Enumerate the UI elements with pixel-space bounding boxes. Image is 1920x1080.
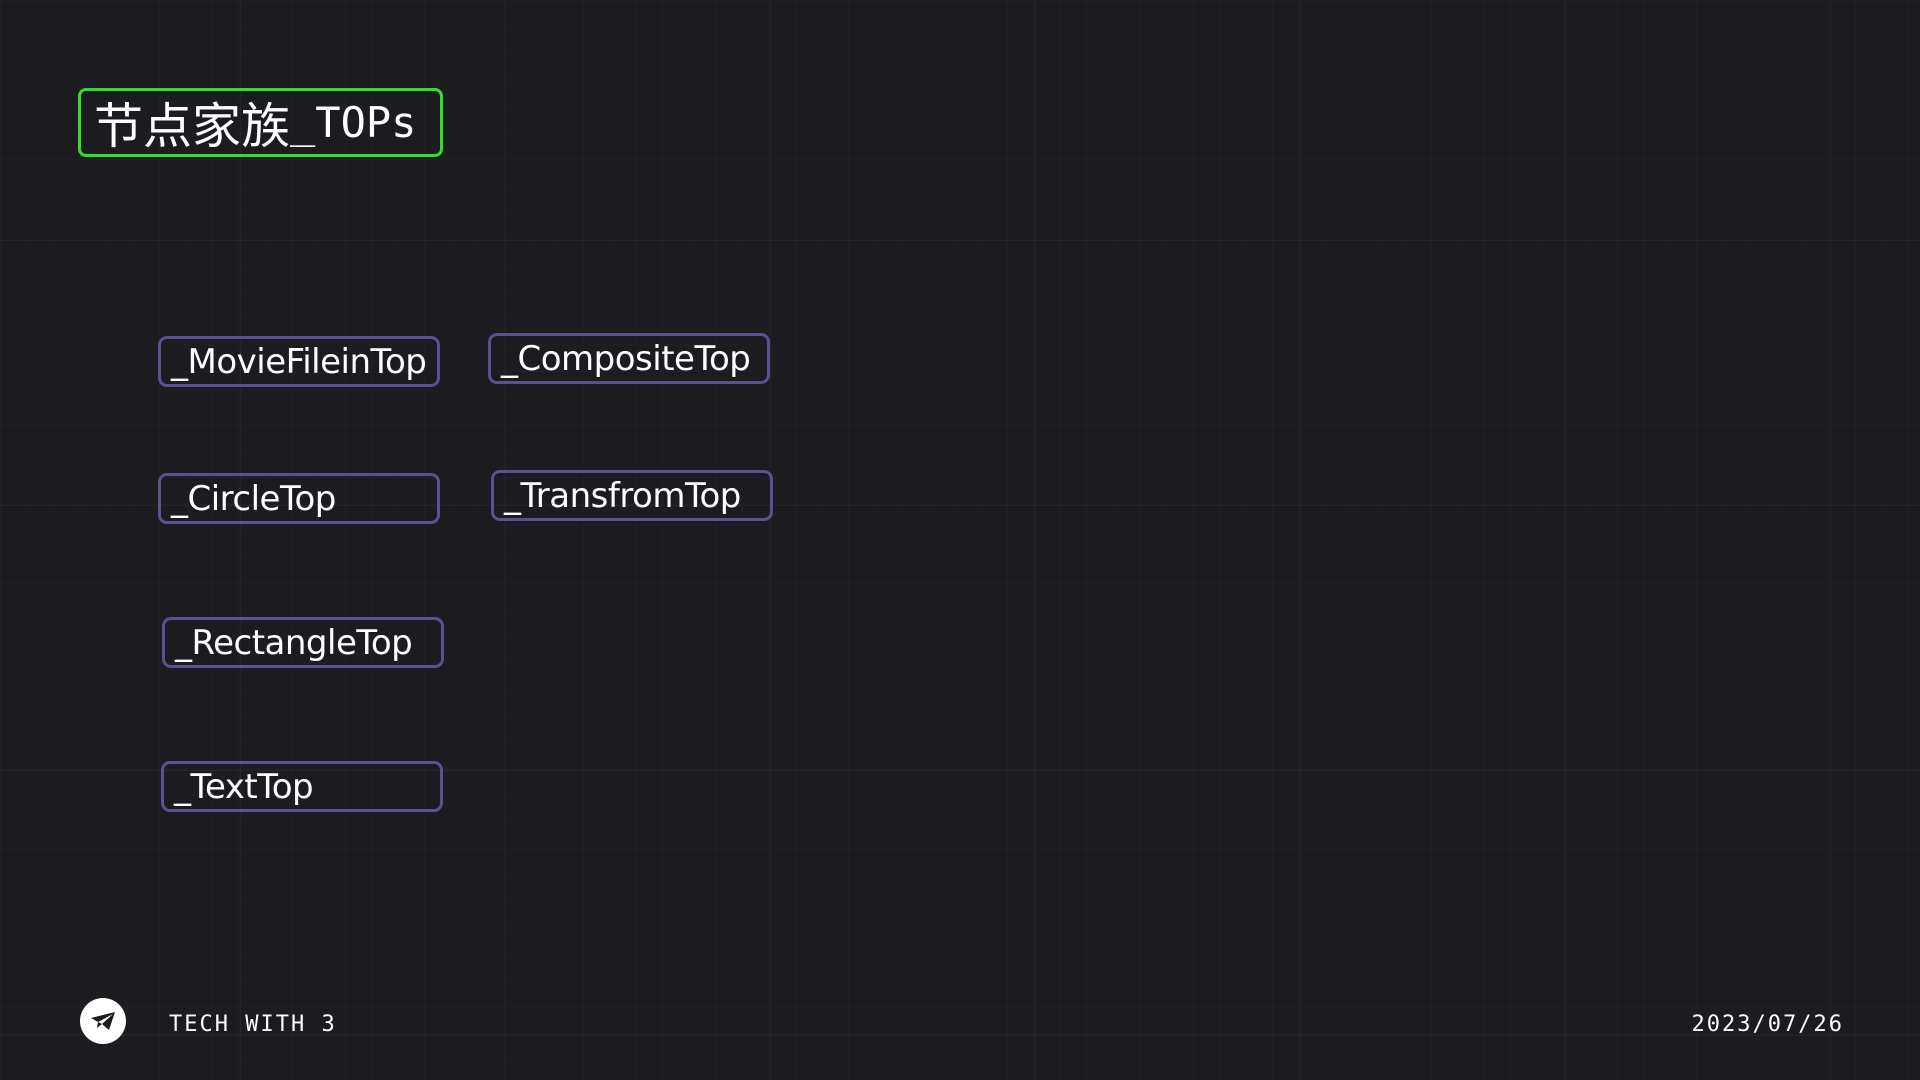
node-circle-top[interactable]: _CircleTop [158, 473, 440, 524]
node-text-top[interactable]: _TextTop [161, 761, 443, 812]
footer-brand: TECH WITH 3 [169, 1012, 337, 1037]
page-title-suffix: _TOPs [290, 98, 417, 147]
page-title-chinese: 节点家族 [94, 98, 291, 155]
node-composite-top[interactable]: _CompositeTop [488, 333, 770, 384]
node-transfrom-top[interactable]: _TransfromTop [491, 470, 773, 521]
node-rectangle-top[interactable]: _RectangleTop [162, 617, 444, 668]
paper-plane-icon [80, 998, 126, 1044]
page-title: 节点家族_TOPs [78, 88, 443, 157]
node-movie-filein-top[interactable]: _MovieFileinTop [158, 336, 440, 387]
footer-date: 2023/07/26 [1691, 1012, 1844, 1037]
